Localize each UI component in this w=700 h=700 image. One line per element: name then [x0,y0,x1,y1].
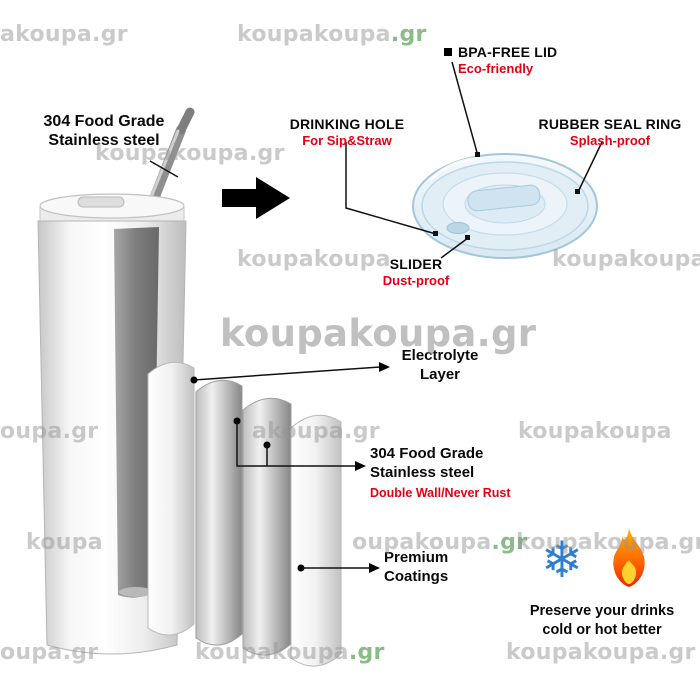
tumbler-inner-floor [119,587,153,597]
straw-highlight [148,129,180,202]
callout-steel-wall: 304 Food Grade Stainless steel Double Wa… [370,444,530,500]
callout-subtitle: Eco-friendly [458,61,534,76]
callout-subtitle: Double Wall/Never Rust [370,486,511,500]
sheet-steel [242,397,292,656]
callout-subtitle: Splash-proof [569,133,651,148]
fire-icon [613,528,645,587]
sheet-coating-inner [290,414,342,667]
lid-slider-piece [467,184,541,212]
footer-caption: Preserve your drinks cold or hot better [512,602,692,640]
callout-title: 304 Food Grade [43,113,165,130]
callout-title: Layer [419,366,461,383]
callout-drinking-hole: DRINKING HOLE For Sip&Straw [278,116,416,148]
callout-slider: SLIDER Dust-proof [368,256,464,288]
callout-subtitle: For Sip&Straw [302,133,392,148]
callout-electrolyte-layer: Electrolyte Layer [392,346,488,384]
material-callout-line [149,160,179,178]
straw [147,125,186,209]
callout-tumbler-material: 304 Food Grade Stainless steel [20,112,188,150]
callout-title: BPA-FREE LID [458,44,558,60]
callout-title: Electrolyte [401,347,479,364]
callout-title: SLIDER [389,256,443,272]
footer-line: cold or hot better [542,622,662,638]
snowflake-icon: ❄ [541,531,583,589]
callout-title: DRINKING HOLE [289,116,405,132]
callout-premium-coatings: Premium Coatings [384,548,494,586]
footer-line: Preserve your drinks [529,603,675,619]
sheet-electrolyte [195,379,243,646]
callout-title: 304 Food Grade [370,445,484,462]
callout-title: RUBBER SEAL RING [538,116,682,132]
callout-title: Coatings [384,568,449,585]
sheet-coating-outer [147,361,195,636]
straw-bend [176,107,195,135]
arrow-right-icon [222,177,290,219]
lid-highlight [428,156,481,182]
bullet-square-icon [444,48,452,56]
callout-subtitle: Dust-proof [382,273,450,288]
tumbler-lid-slider [77,196,125,208]
lid-drinking-hole [446,222,470,234]
callout-title: Premium [384,549,449,566]
layer-callout-lines [190,362,390,573]
callout-title: Stainless steel [48,132,160,149]
wall-layer-sheets [147,361,342,667]
callout-bpa-free-lid: BPA-FREE LID Eco-friendly [458,44,588,76]
callout-title: Stainless steel [370,464,475,481]
lid-illustration [412,153,598,259]
callout-rubber-seal-ring: RUBBER SEAL RING Splash-proof [524,116,696,148]
lid-callout-lines [345,61,603,259]
lid-callout-dots [433,152,580,240]
